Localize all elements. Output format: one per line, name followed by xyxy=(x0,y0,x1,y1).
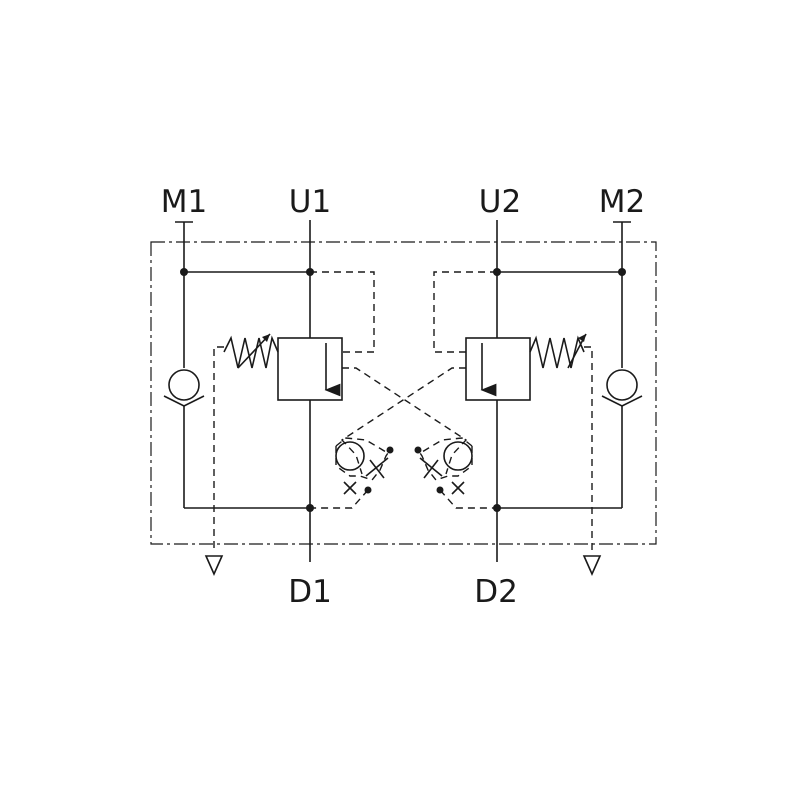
right-circuit xyxy=(340,220,643,576)
port-label-u2: U2 xyxy=(479,184,521,220)
port-label-m1: M1 xyxy=(161,184,207,220)
port-label-u1: U1 xyxy=(289,184,331,220)
pilot-line-left-top xyxy=(310,271,375,353)
port-label-d1: D1 xyxy=(288,574,332,610)
left-circuit xyxy=(163,220,468,576)
valve-block-boundary xyxy=(150,241,657,545)
spring-right-icon xyxy=(529,333,587,369)
pilot-return-left xyxy=(310,489,369,509)
cross-pilot-left xyxy=(342,367,468,475)
check-valve-left-icon xyxy=(163,369,205,407)
check-valve-right-icon xyxy=(601,369,643,407)
drain-line-right xyxy=(584,346,593,552)
port-label-d2: D2 xyxy=(474,574,518,610)
pilot-return-right xyxy=(439,489,497,509)
port-label-m2: M2 xyxy=(599,184,645,220)
pilot-line-right-top xyxy=(433,271,497,353)
tank-right-icon xyxy=(582,555,602,576)
pilot-check-right-icon xyxy=(414,437,473,495)
drain-line-left xyxy=(213,346,224,552)
spring-left-icon xyxy=(223,333,279,369)
counterbalance-valve-left xyxy=(277,337,343,401)
pilot-check-left-icon xyxy=(335,437,394,495)
counterbalance-valve-right xyxy=(465,337,531,401)
cross-pilot-right xyxy=(340,367,466,475)
tank-left-icon xyxy=(204,555,224,576)
